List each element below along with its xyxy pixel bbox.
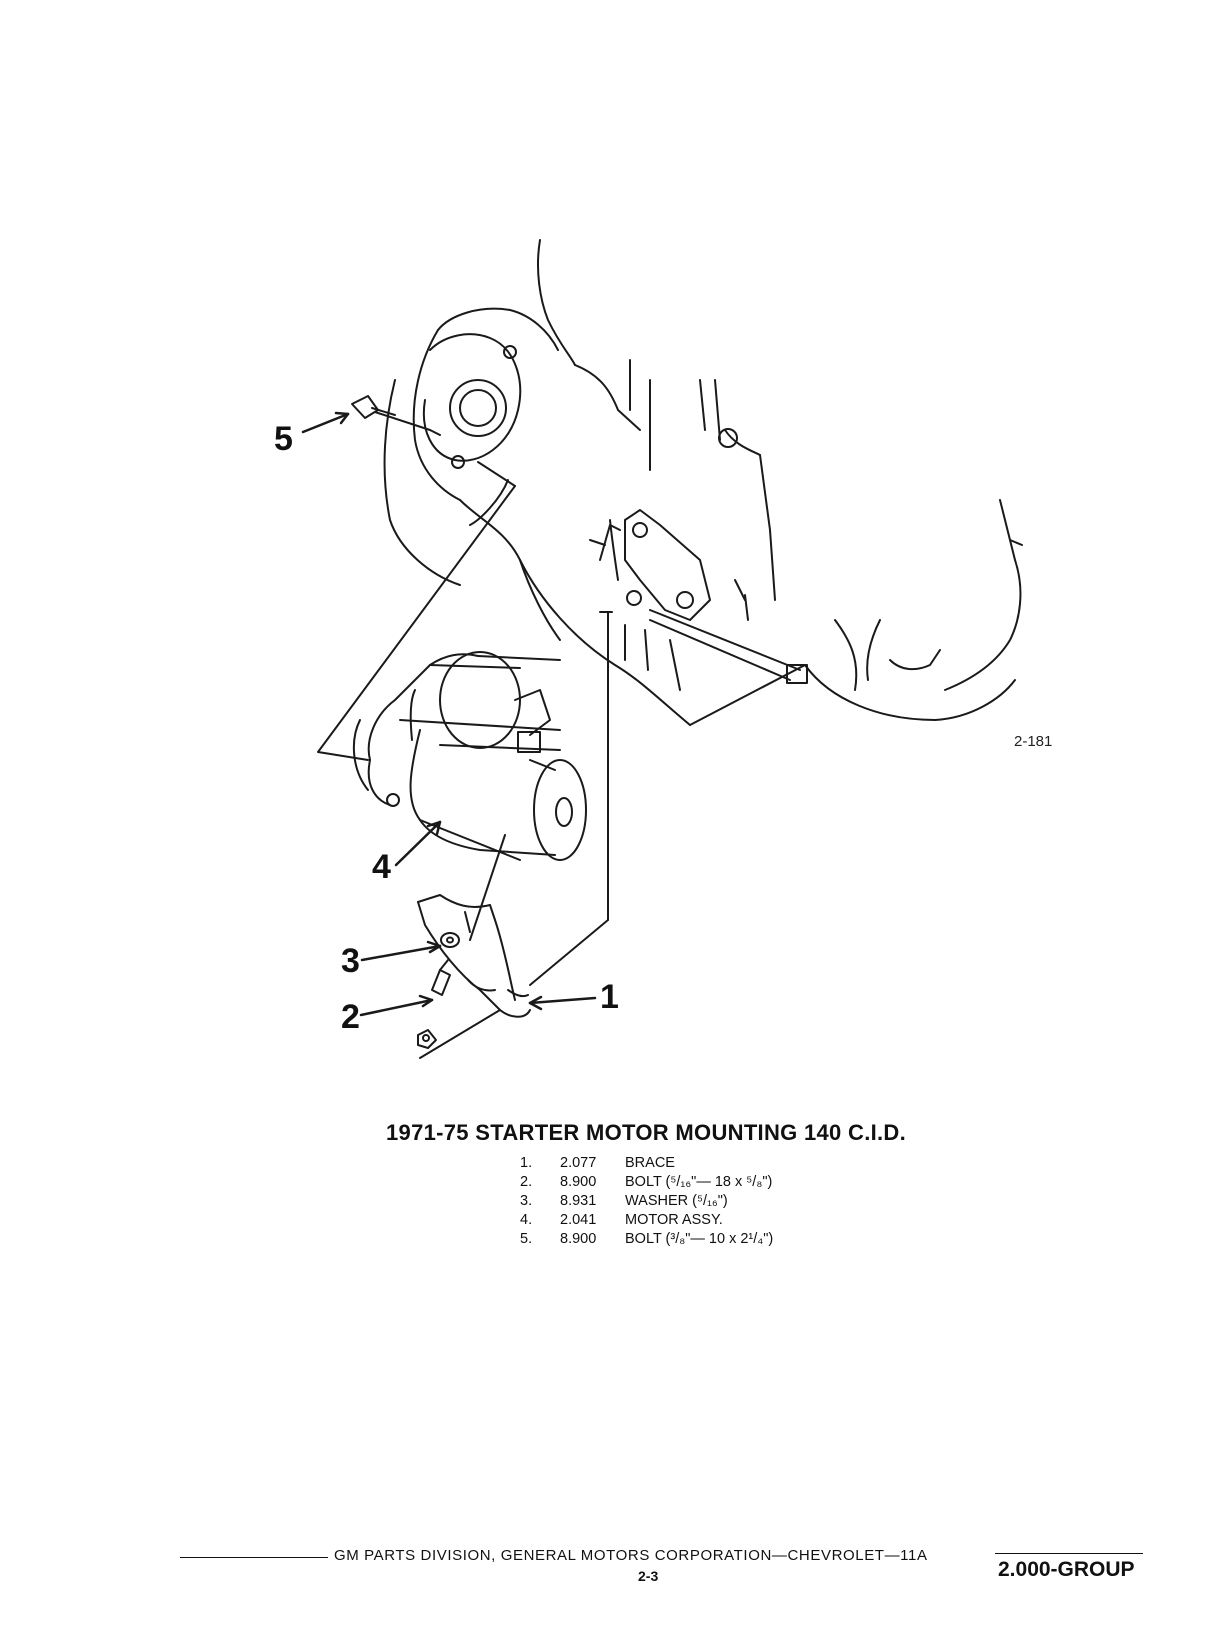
footer-rule-right — [995, 1553, 1143, 1554]
engine-block-illustration — [383, 239, 1023, 726]
group-label: 2.000-GROUP — [998, 1558, 1135, 1581]
page-title: 1971-75 STARTER MOTOR MOUNTING 140 C.I.D… — [386, 1120, 907, 1145]
brace-illustration — [417, 894, 531, 1018]
list-item: 2. 8.900 BOLT (⁵/₁₆"— 18 x ⁵/₈") — [520, 1174, 773, 1190]
callout-label-3: 3 — [341, 942, 360, 980]
assembly-lines — [317, 411, 613, 1059]
starter-motor-illustration — [352, 651, 587, 861]
figure-code: 2-181 — [1014, 733, 1053, 750]
page-number: 2-3 — [638, 1568, 659, 1584]
footer-publisher: GM PARTS DIVISION, GENERAL MOTORS CORPOR… — [334, 1547, 928, 1564]
callout-arrows — [301, 411, 597, 1017]
callout-label-5: 5 — [274, 420, 293, 458]
list-item: 3. 8.931 WASHER (⁵/₁₆") — [520, 1193, 728, 1209]
list-item: 5. 8.900 BOLT (³/₈"— 10 x 2¹/₄") — [520, 1231, 774, 1247]
footer-rule-left — [180, 1557, 328, 1558]
callout-label-2: 2 — [341, 998, 360, 1036]
callout-label-1: 1 — [600, 978, 619, 1016]
callout-label-4: 4 — [372, 848, 391, 886]
list-item: 4. 2.041 MOTOR ASSY. — [520, 1212, 723, 1228]
hardware-illustration — [351, 395, 460, 1049]
list-item: 1. 2.077 BRACE — [520, 1155, 675, 1171]
parts-list: 1. 2.077 BRACE 2. 8.900 BOLT (⁵/₁₆"— 18 … — [520, 1154, 773, 1249]
